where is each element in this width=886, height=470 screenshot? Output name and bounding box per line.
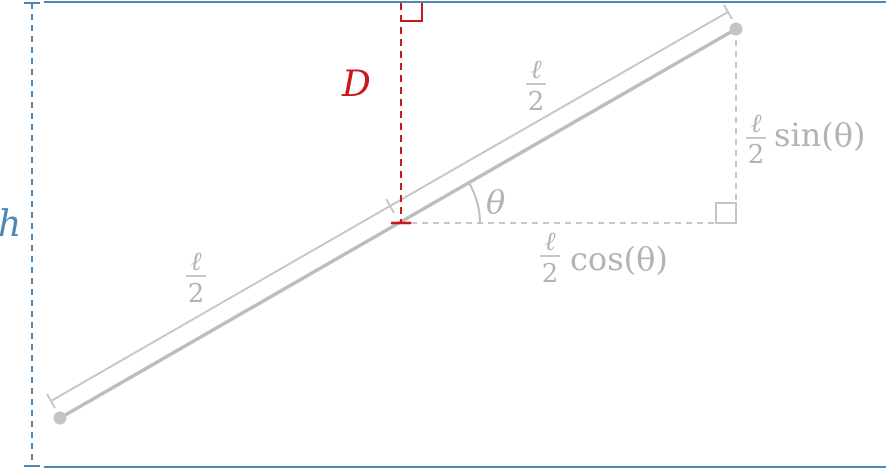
svg-text:ℓ: ℓ — [531, 55, 542, 85]
svg-text:sin(θ): sin(θ) — [774, 116, 866, 154]
svg-text:ℓ: ℓ — [751, 109, 762, 139]
d-label: D — [341, 64, 371, 105]
svg-text:ℓ: ℓ — [545, 227, 556, 257]
theta-label: θ — [486, 183, 505, 221]
distance-d-line — [391, 3, 423, 225]
h-dimension — [24, 2, 40, 467]
svg-text:cos(θ): cos(θ) — [570, 240, 668, 278]
upper-half-length-label: ℓ 2 — [526, 55, 546, 117]
svg-text:2: 2 — [528, 87, 545, 117]
svg-text:2: 2 — [748, 140, 765, 170]
right-angle-marker-grey — [715, 202, 737, 224]
theta-arc — [468, 182, 481, 224]
svg-text:2: 2 — [542, 259, 559, 289]
cos-label: ℓ 2 cos(θ) — [540, 227, 668, 289]
needle-end-upper — [729, 22, 743, 36]
svg-text:2: 2 — [188, 279, 205, 309]
needle-end-lower — [53, 411, 67, 425]
lower-half-length-label: ℓ 2 — [186, 247, 206, 309]
sin-label: ℓ 2 sin(θ) — [746, 109, 866, 170]
h-label: h — [0, 204, 21, 245]
svg-text:ℓ: ℓ — [191, 247, 202, 277]
lower-half-length-line — [46, 205, 391, 409]
upper-half-length-line — [385, 4, 733, 214]
